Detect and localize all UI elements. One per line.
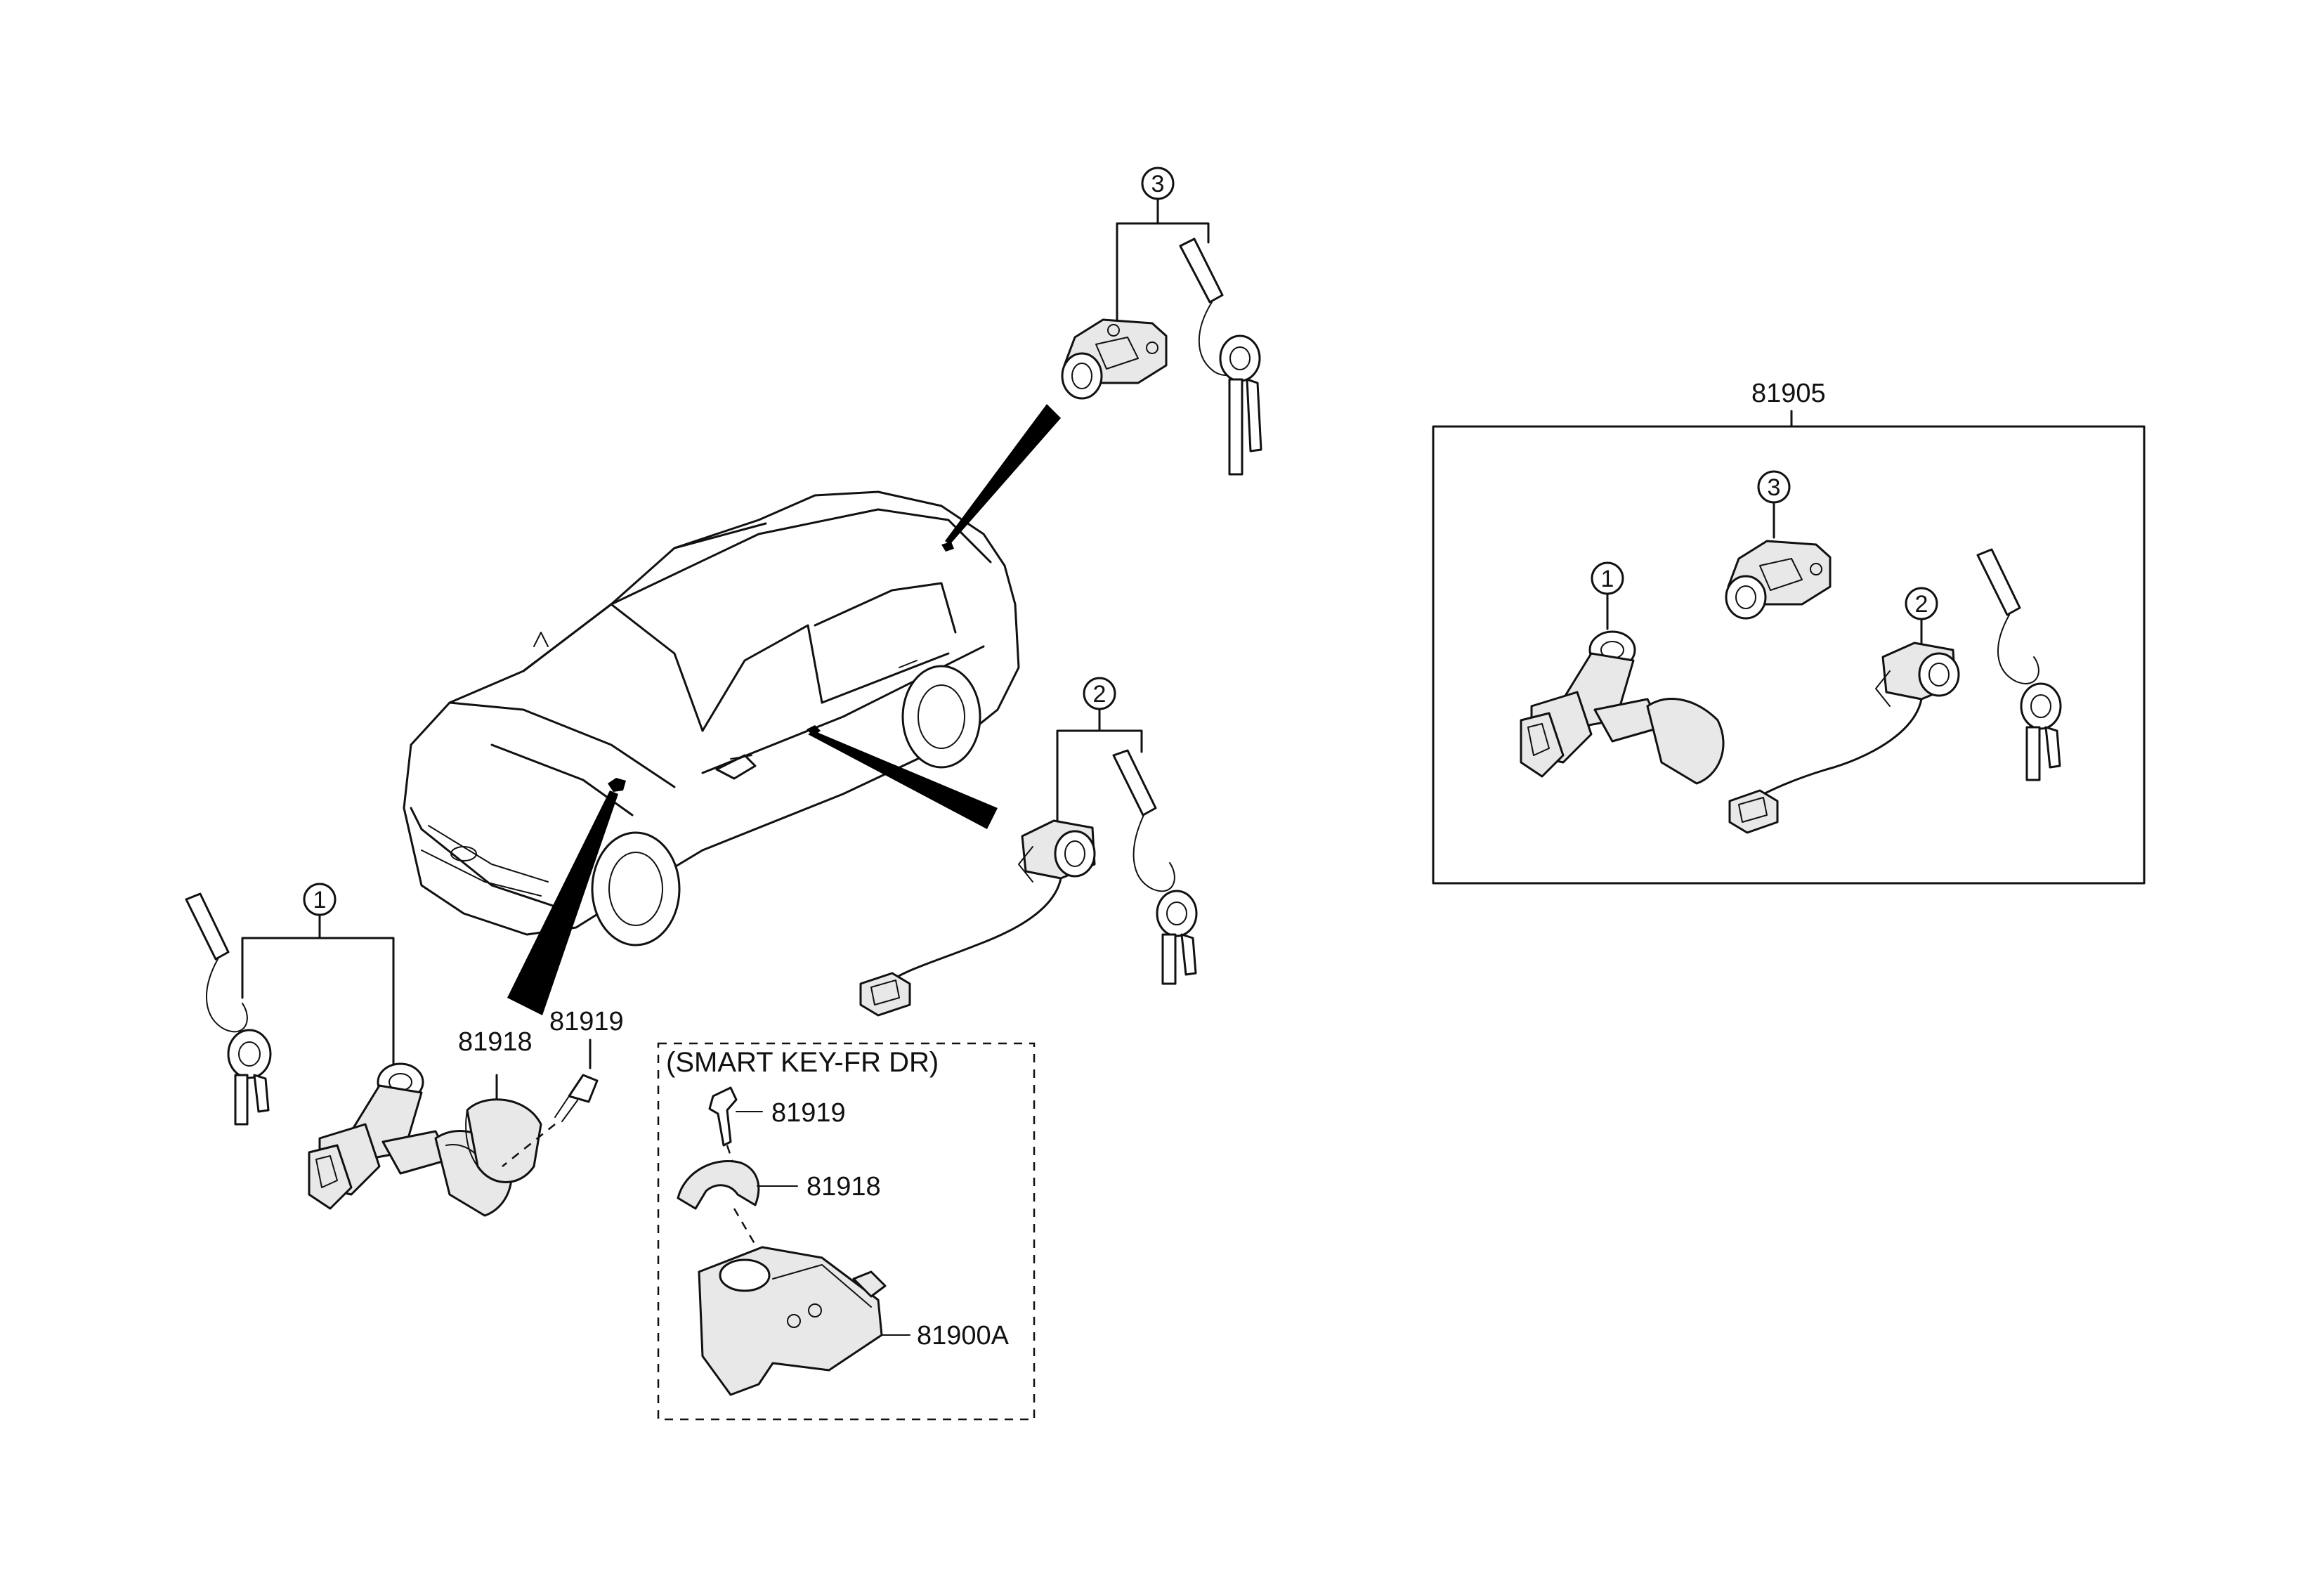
part-81919-bolt-left <box>502 1039 599 1167</box>
part-81918-cover-left <box>465 1074 542 1183</box>
label-81919-box: 81919 <box>771 1098 846 1128</box>
trunk-keys <box>1179 237 1262 476</box>
smart-key-title: (SMART KEY-FR DR) <box>666 1047 939 1078</box>
callout-2-number: 2 <box>1093 681 1106 708</box>
leader-wedge-door <box>808 731 998 829</box>
kit-keys <box>1976 548 2062 781</box>
part-81918-cover-box <box>677 1159 798 1251</box>
kit-callout-3 <box>1725 470 1832 620</box>
label-81918-left: 81918 <box>458 1027 533 1057</box>
callout-2-group <box>1056 677 1143 827</box>
ignition-keys <box>185 892 272 1126</box>
door-keys <box>1112 749 1198 985</box>
label-81905: 81905 <box>1751 379 1826 408</box>
kit-callout-1-number: 1 <box>1601 566 1614 592</box>
car-illustration <box>403 490 1020 946</box>
part-81900A-housing <box>698 1246 910 1396</box>
trunk-lock-cylinder <box>1061 318 1168 400</box>
kit-callout-1 <box>1520 561 1725 785</box>
part-81919-bolt-box <box>708 1086 763 1167</box>
callout-3-number: 3 <box>1151 171 1165 197</box>
leader-wedge-ignition <box>507 790 618 1015</box>
kit-81905-frame <box>1432 425 2146 885</box>
leader-wedge-trunk <box>945 404 1061 545</box>
label-81900A: 81900A <box>917 1321 1010 1351</box>
callout-1-number: 1 <box>313 887 327 913</box>
callout-1-group <box>241 883 395 1069</box>
smart-key-frame <box>657 1042 1036 1421</box>
door-lock-cylinder <box>859 819 1096 1017</box>
callout-3-group <box>1116 167 1210 325</box>
kit-callout-3-number: 3 <box>1768 474 1781 501</box>
kit-callout-2-number: 2 <box>1915 591 1928 618</box>
label-81918-box: 81918 <box>807 1172 881 1202</box>
label-81919-left: 81919 <box>549 1007 624 1036</box>
kit-callout-2 <box>1728 587 1960 834</box>
